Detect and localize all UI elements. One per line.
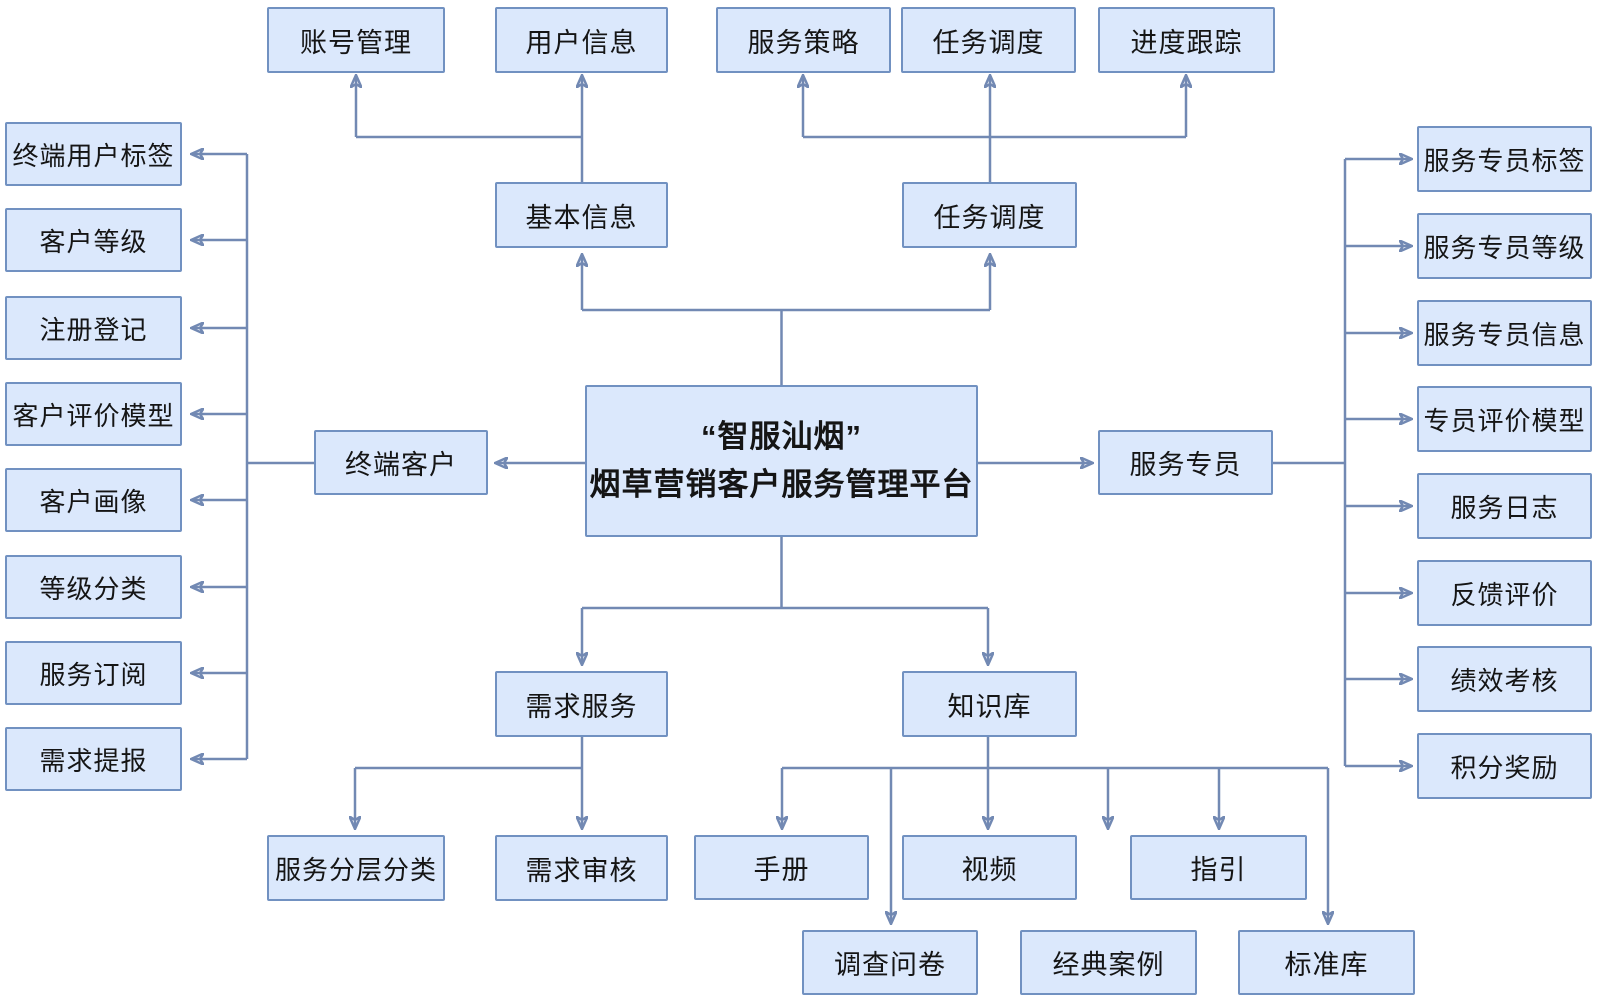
connector-demand-service-children [355,737,582,828]
node-feedback-evaluation: 反馈评价 [1417,560,1592,626]
node-service-layering: 服务分层分类 [267,835,445,901]
node-service-subscription: 服务订阅 [5,641,182,705]
connector-knowledge-base-children [782,737,1328,923]
node-terminal-user-tags: 终端用户标签 [5,122,182,186]
node-guide: 指引 [1130,835,1307,900]
node-platform-center: “智服汕烟” 烟草营销客户服务管理平台 [585,385,978,537]
node-customer-evaluation-model: 客户评价模型 [5,382,182,446]
node-service-log: 服务日志 [1417,473,1592,539]
node-level-classification: 等级分类 [5,555,182,619]
node-service-strategy: 服务策略 [716,7,891,73]
connector-center-top [582,255,990,385]
node-specialist-level: 服务专员等级 [1417,213,1592,279]
node-task-dispatch-top: 任务调度 [901,7,1076,73]
connector-task-dispatch-branch [803,76,1186,182]
node-customer-level: 客户等级 [5,208,182,272]
node-customer-profile: 客户画像 [5,468,182,532]
connector-left-trunk [192,154,314,759]
node-basic-info: 基本信息 [495,182,668,248]
connector-right-trunk [1273,159,1411,766]
node-registration: 注册登记 [5,296,182,360]
node-account-management: 账号管理 [267,7,445,73]
node-specialist-tags: 服务专员标签 [1417,126,1592,192]
node-demand-review: 需求审核 [495,835,668,901]
node-points-reward: 积分奖励 [1417,733,1592,799]
node-user-info: 用户信息 [495,7,668,73]
node-knowledge-base: 知识库 [902,671,1077,737]
node-classic-cases: 经典案例 [1020,930,1197,995]
node-manual: 手册 [694,835,869,900]
node-survey: 调查问卷 [802,930,978,995]
platform-title-line2: 烟草营销客户服务管理平台 [589,467,974,502]
node-terminal-customer: 终端客户 [314,430,488,495]
connector-basic-info-branch [356,76,582,182]
node-standard-library: 标准库 [1238,930,1415,995]
node-video: 视频 [902,835,1077,900]
node-specialist-info: 服务专员信息 [1417,300,1592,366]
node-specialist-evaluation-model: 专员评价模型 [1417,386,1592,452]
node-progress-tracking: 进度跟踪 [1098,7,1275,73]
node-performance-assessment: 绩效考核 [1417,646,1592,712]
node-demand-submission: 需求提报 [5,727,182,791]
node-service-specialist: 服务专员 [1098,430,1273,495]
platform-title-line1: “智服汕烟” [701,418,862,454]
node-task-dispatch-hub: 任务调度 [902,182,1077,248]
connector-center-bottom [582,537,988,664]
node-demand-service: 需求服务 [495,671,668,737]
